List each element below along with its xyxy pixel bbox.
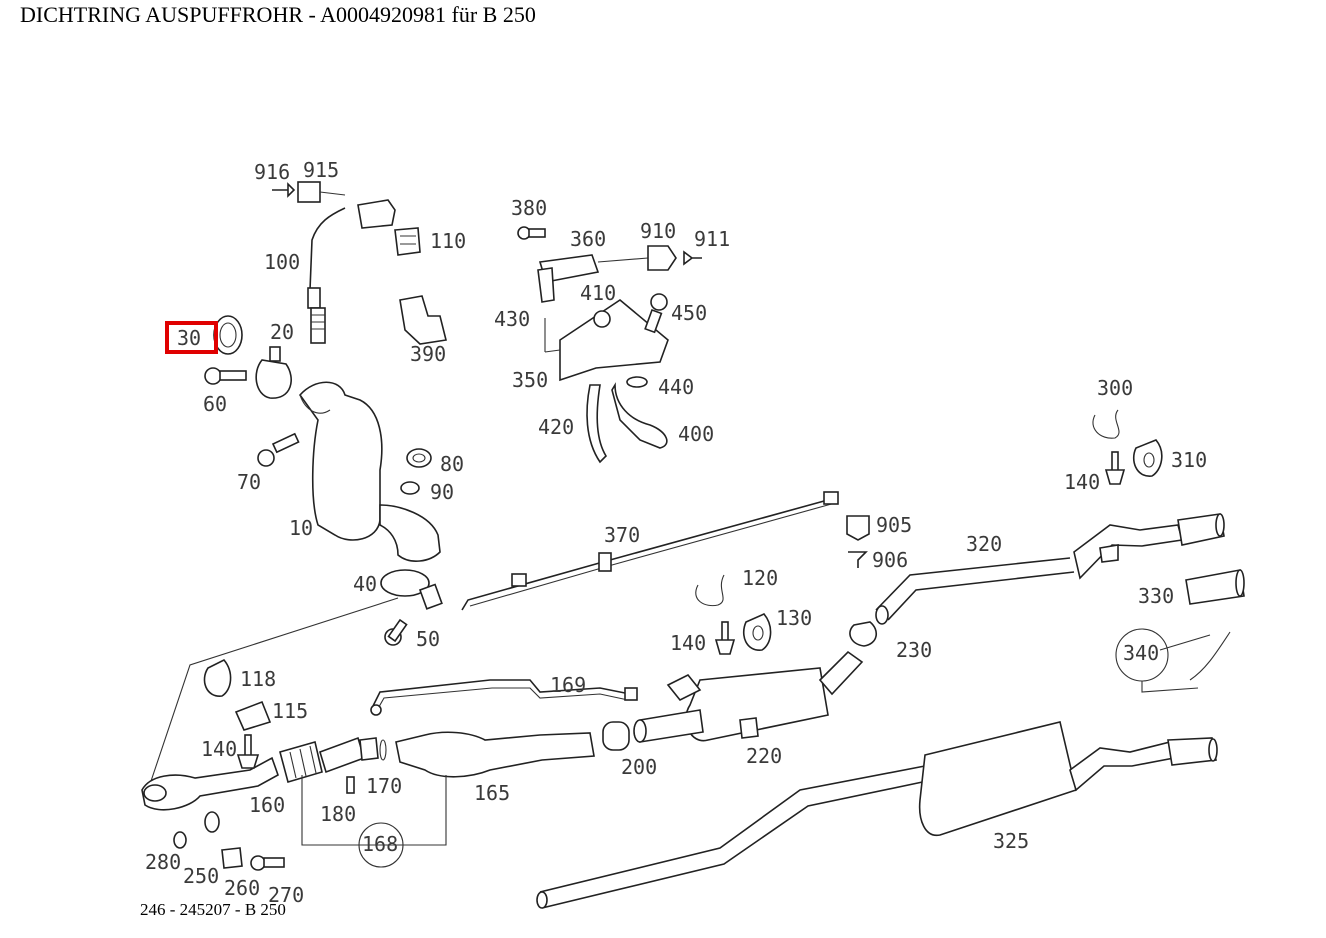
label-70[interactable]: 70 bbox=[237, 470, 261, 494]
label-270[interactable]: 270 bbox=[268, 883, 304, 907]
label-905[interactable]: 905 bbox=[876, 513, 912, 537]
rear-muffler-group bbox=[536, 721, 1218, 909]
label-440[interactable]: 440 bbox=[658, 375, 694, 399]
label-200[interactable]: 200 bbox=[621, 755, 657, 779]
label-110[interactable]: 110 bbox=[430, 229, 466, 253]
label-169[interactable]: 169 bbox=[550, 673, 586, 697]
sensor-line-370 bbox=[461, 491, 870, 611]
label-430[interactable]: 430 bbox=[494, 307, 530, 331]
label-320[interactable]: 320 bbox=[966, 532, 1002, 556]
label-325[interactable]: 325 bbox=[993, 829, 1029, 853]
label-90[interactable]: 90 bbox=[430, 480, 454, 504]
label-330[interactable]: 330 bbox=[1138, 584, 1174, 608]
label-220[interactable]: 220 bbox=[746, 744, 782, 768]
label-170[interactable]: 170 bbox=[366, 774, 402, 798]
highlight-box-part-30 bbox=[165, 321, 218, 354]
diagram-footer: 246 - 245207 - B 250 bbox=[140, 900, 286, 919]
label-280[interactable]: 280 bbox=[145, 850, 181, 874]
label-400[interactable]: 400 bbox=[678, 422, 714, 446]
label-30[interactable]: 30 bbox=[177, 326, 201, 350]
label-10[interactable]: 10 bbox=[289, 516, 313, 540]
label-230[interactable]: 230 bbox=[896, 638, 932, 662]
label-140-rear[interactable]: 140 bbox=[1064, 470, 1100, 494]
label-916[interactable]: 916 bbox=[254, 160, 290, 184]
oxygen-sensor-group bbox=[272, 181, 447, 345]
label-340[interactable]: 340 bbox=[1123, 641, 1159, 665]
middle-muffler-group bbox=[602, 574, 877, 751]
label-165[interactable]: 165 bbox=[474, 781, 510, 805]
label-180[interactable]: 180 bbox=[320, 802, 356, 826]
front-pipe-group bbox=[141, 659, 638, 871]
label-380[interactable]: 380 bbox=[511, 196, 547, 220]
label-160[interactable]: 160 bbox=[249, 793, 285, 817]
page-title: DICHTRING AUSPUFFROHR - A0004920981 für … bbox=[20, 2, 536, 27]
label-118[interactable]: 118 bbox=[240, 667, 276, 691]
label-50[interactable]: 50 bbox=[416, 627, 440, 651]
label-420[interactable]: 420 bbox=[538, 415, 574, 439]
tailpipe-group bbox=[875, 513, 1245, 693]
label-130[interactable]: 130 bbox=[776, 606, 812, 630]
clamp-40 bbox=[147, 569, 443, 791]
label-300[interactable]: 300 bbox=[1097, 376, 1133, 400]
rear-mounts bbox=[1092, 409, 1163, 485]
label-100[interactable]: 100 bbox=[264, 250, 300, 274]
label-60[interactable]: 60 bbox=[203, 392, 227, 416]
catalytic-converter bbox=[298, 381, 441, 562]
label-20[interactable]: 20 bbox=[270, 320, 294, 344]
label-911[interactable]: 911 bbox=[694, 227, 730, 251]
label-140-middle[interactable]: 140 bbox=[670, 631, 706, 655]
label-120[interactable]: 120 bbox=[742, 566, 778, 590]
label-350[interactable]: 350 bbox=[512, 368, 548, 392]
label-140-front[interactable]: 140 bbox=[201, 737, 237, 761]
label-310[interactable]: 310 bbox=[1171, 448, 1207, 472]
label-370[interactable]: 370 bbox=[604, 523, 640, 547]
label-115[interactable]: 115 bbox=[272, 699, 308, 723]
label-910[interactable]: 910 bbox=[640, 219, 676, 243]
label-80[interactable]: 80 bbox=[440, 452, 464, 476]
label-168[interactable]: 168 bbox=[362, 832, 398, 856]
label-250[interactable]: 250 bbox=[183, 864, 219, 888]
label-410[interactable]: 410 bbox=[580, 281, 616, 305]
label-906[interactable]: 906 bbox=[872, 548, 908, 572]
label-390[interactable]: 390 bbox=[410, 342, 446, 366]
label-40[interactable]: 40 bbox=[353, 572, 377, 596]
bracket-assembly-350 bbox=[517, 226, 702, 464]
label-360[interactable]: 360 bbox=[570, 227, 606, 251]
label-915[interactable]: 915 bbox=[303, 158, 339, 182]
label-260[interactable]: 260 bbox=[224, 876, 260, 900]
label-450[interactable]: 450 bbox=[671, 301, 707, 325]
